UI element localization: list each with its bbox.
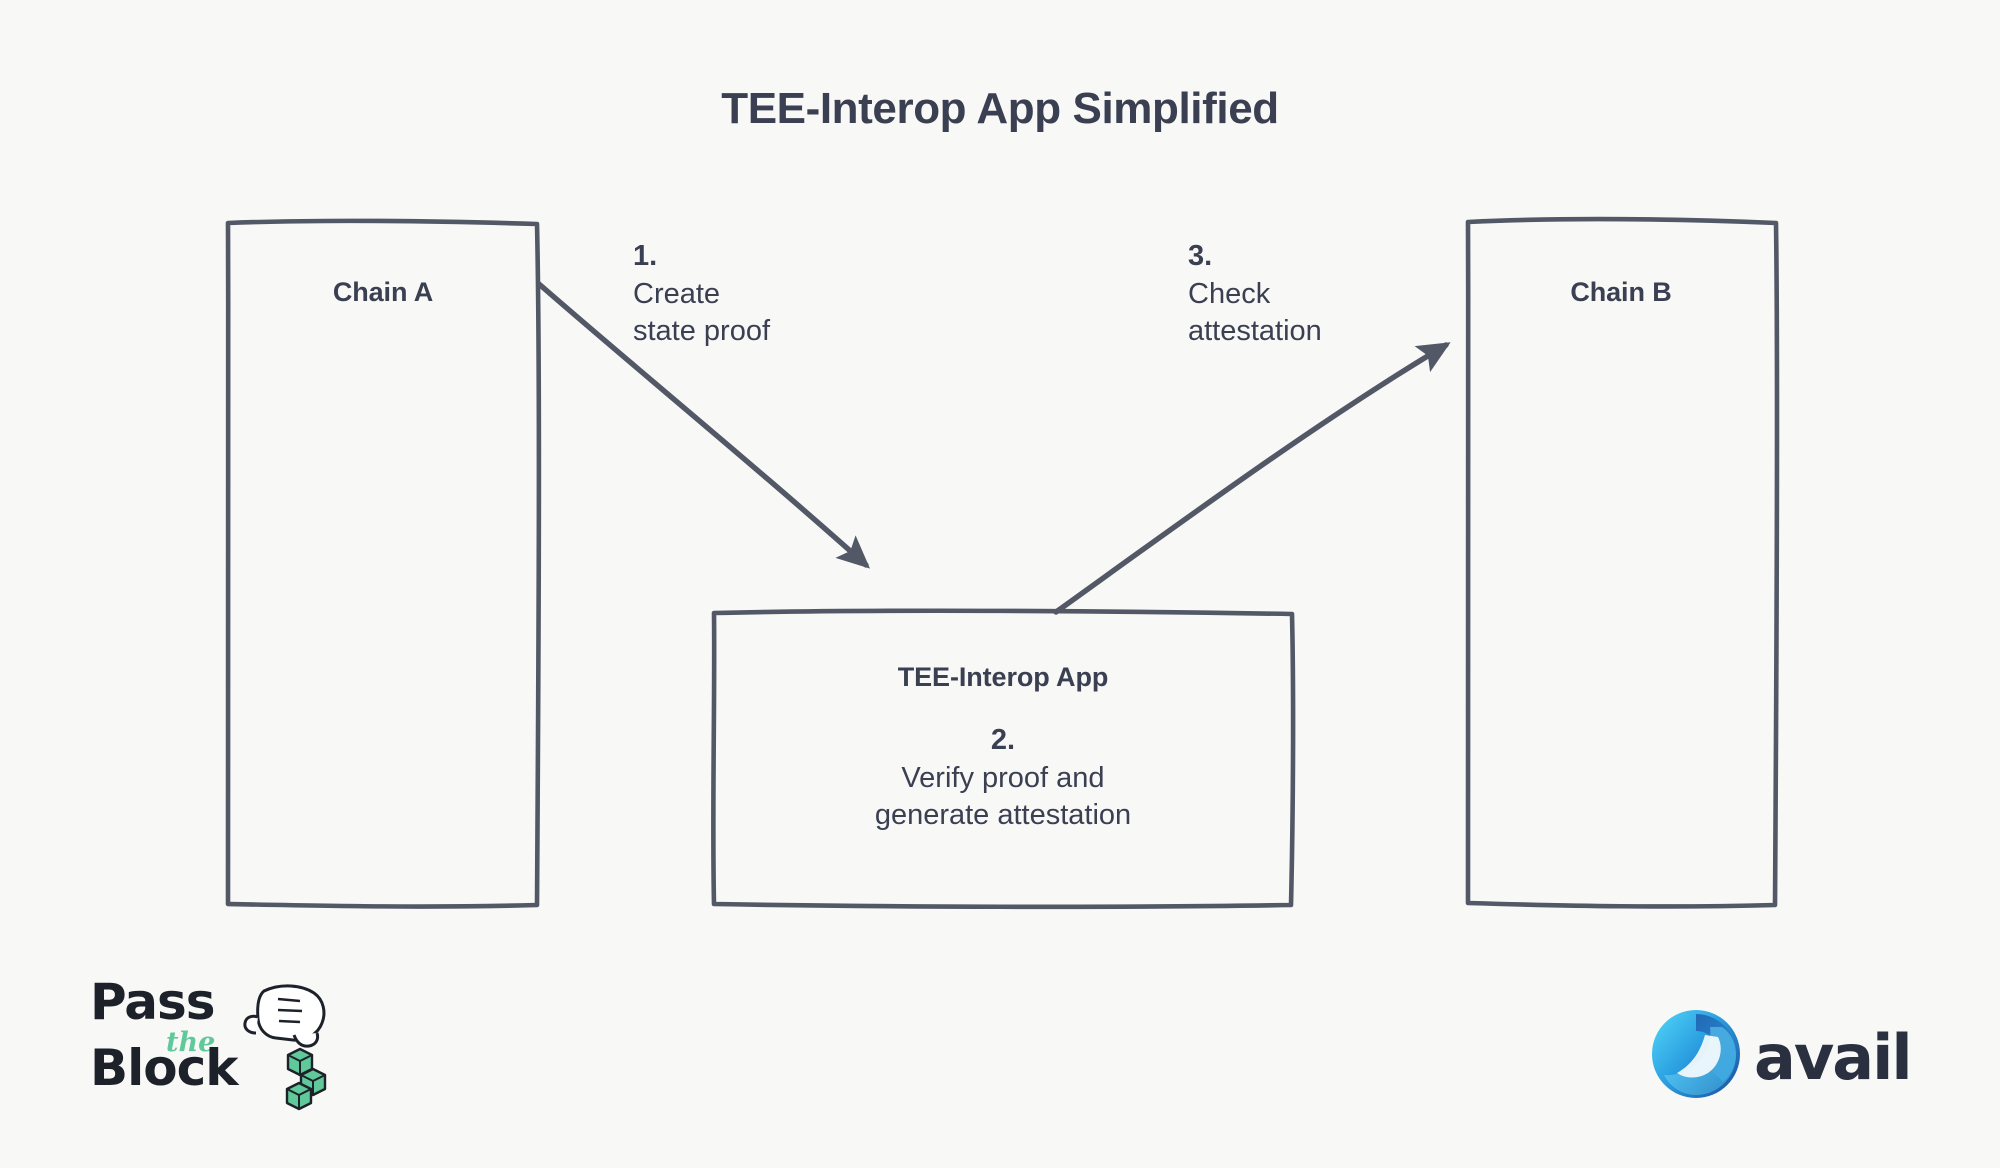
node-label-chain-a: Chain A bbox=[332, 277, 434, 307]
node-chain-a bbox=[224, 218, 542, 909]
page-title: TEE-Interop App Simplified bbox=[721, 84, 1279, 133]
ptb-word-the: the bbox=[166, 1027, 215, 1058]
fist-icon bbox=[243, 984, 326, 1048]
ptb-word-pass: Pass bbox=[90, 973, 215, 1031]
step-2-number: 2. bbox=[990, 724, 1016, 756]
node-label-tee-app: TEE-Interop App bbox=[897, 662, 1109, 692]
arrow-step-3 bbox=[1053, 342, 1451, 615]
avail-logo: avail bbox=[1652, 1010, 1913, 1098]
node-label-chain-b: Chain B bbox=[1570, 277, 1672, 307]
step-3-number: 3. bbox=[1188, 240, 1213, 272]
ptb-word-block: Block bbox=[90, 1039, 240, 1097]
avail-mark-icon bbox=[1652, 1010, 1740, 1098]
step-1-text: Create state proof bbox=[633, 277, 771, 348]
step-1-number: 1. bbox=[633, 240, 658, 272]
step-2-text: Verify proof and generate attestation bbox=[874, 761, 1132, 832]
step-3-text: Check attestation bbox=[1188, 277, 1322, 348]
step-2-annotation: 2. Verify proof and generate attestation bbox=[713, 722, 1293, 835]
pass-the-block-logo: Pass the Block bbox=[90, 973, 327, 1111]
node-chain-b bbox=[1464, 216, 1780, 909]
cube-icon-3 bbox=[285, 1081, 313, 1111]
step-1-annotation: 1. Create state proof bbox=[633, 238, 770, 351]
avail-wordmark: avail bbox=[1754, 1021, 1911, 1094]
arrow-step-1 bbox=[536, 281, 871, 569]
step-3-annotation: 3. Check attestation bbox=[1188, 238, 1322, 351]
